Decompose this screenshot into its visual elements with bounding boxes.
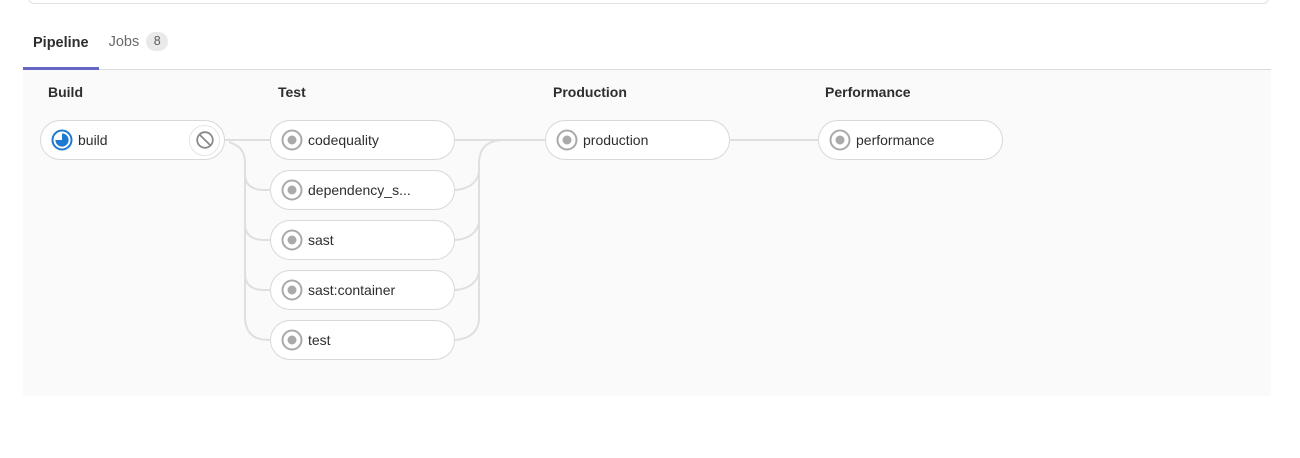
created-status-icon	[829, 129, 851, 151]
job-pill-sast-container[interactable]: sast:container	[270, 270, 455, 310]
job-pill-production[interactable]: production	[545, 120, 730, 160]
header-box-edge	[28, 0, 1269, 4]
pipeline-graph: Build Test Production Performance build	[23, 70, 1271, 396]
job-label: test	[308, 332, 331, 348]
stage-title-build: Build	[48, 84, 83, 100]
jobs-count-badge: 8	[146, 32, 169, 51]
connector-lines	[225, 139, 818, 341]
created-status-icon	[281, 279, 303, 301]
job-pill-codequality[interactable]: codequality	[270, 120, 455, 160]
created-status-icon	[556, 129, 578, 151]
stage-title-performance: Performance	[825, 84, 911, 100]
tab-jobs[interactable]: Jobs 8	[99, 18, 179, 70]
tab-jobs-label: Jobs	[108, 33, 140, 50]
job-label: production	[583, 132, 649, 148]
cancel-job-button[interactable]	[189, 124, 220, 156]
job-label: sast	[308, 232, 334, 248]
stage-title-production: Production	[553, 84, 627, 100]
created-status-icon	[281, 229, 303, 251]
created-status-icon	[281, 129, 303, 151]
job-label: dependency_s...	[308, 182, 411, 198]
tab-pipeline[interactable]: Pipeline	[23, 21, 99, 70]
stage-title-test: Test	[278, 84, 306, 100]
job-pill-dependency-scanning[interactable]: dependency_s...	[270, 170, 455, 210]
running-status-icon	[51, 129, 73, 151]
content-container: Pipeline Jobs 8	[23, 18, 1271, 396]
pipeline-tabs: Pipeline Jobs 8	[23, 18, 1271, 70]
job-pill-sast[interactable]: sast	[270, 220, 455, 260]
job-pill-performance[interactable]: performance	[818, 120, 1003, 160]
tab-pipeline-label: Pipeline	[33, 35, 89, 51]
job-label: codequality	[308, 132, 379, 148]
ban-icon	[195, 131, 214, 149]
job-label: performance	[856, 132, 935, 148]
created-status-icon	[281, 179, 303, 201]
created-status-icon	[281, 329, 303, 351]
job-label: sast:container	[308, 282, 396, 298]
job-label: build	[78, 132, 108, 148]
job-pill-build[interactable]: build	[40, 120, 225, 160]
job-pill-test[interactable]: test	[270, 320, 455, 360]
